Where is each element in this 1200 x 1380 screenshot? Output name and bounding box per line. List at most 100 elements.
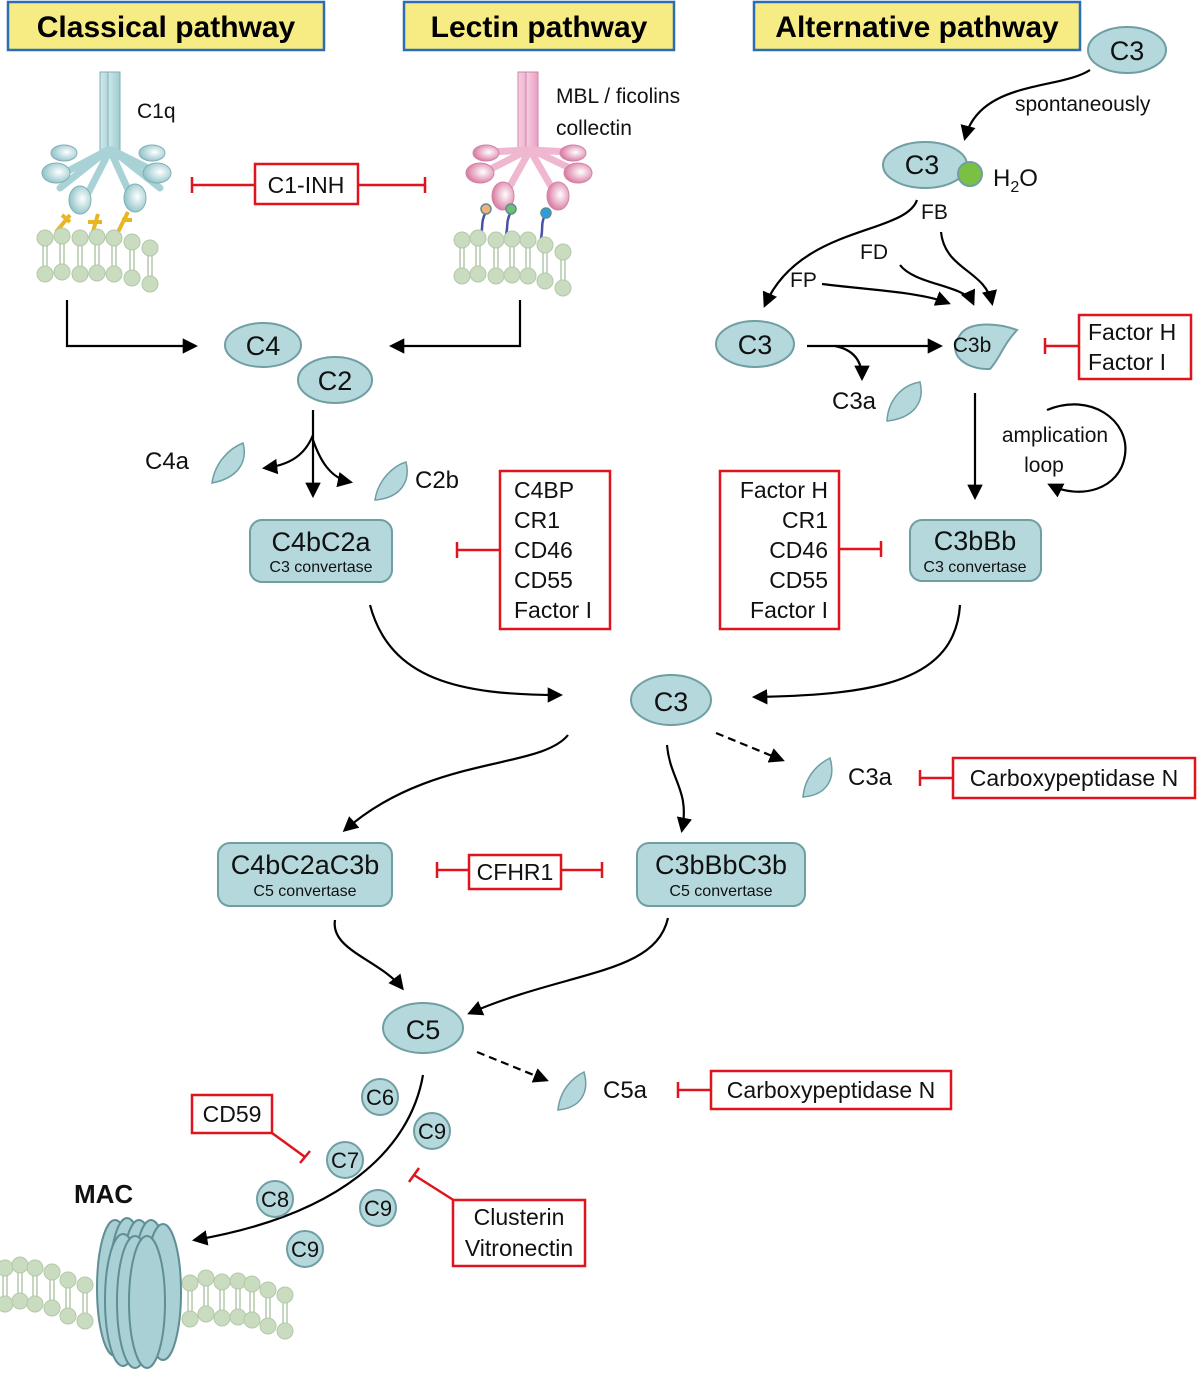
c1-inh-inhibitor [190, 162, 427, 206]
inhibitor-item: Factor I [514, 597, 592, 623]
c3a-common-fragment-icon [802, 756, 833, 798]
c4bc2a-label: C4bC2a [271, 527, 371, 557]
classical-pathway-title: Classical pathway [6, 0, 326, 52]
svg-text:C9: C9 [364, 1196, 392, 1221]
lectin-to-c4-arrow [388, 300, 522, 354]
c3-top-label: C3 [1110, 36, 1145, 66]
c5a-inhibitor [676, 1069, 953, 1111]
c3-common-node: C3 [630, 674, 712, 726]
inhibitor-item: C4BP [514, 477, 574, 503]
cd59-inhibitor [190, 1093, 311, 1164]
h2o-label: H2O [993, 165, 1038, 196]
c5-to-mac-arrow [191, 1074, 425, 1246]
c3-h2o-label: C3 [905, 150, 940, 180]
terminal-components: C6 C9 C7 C8 C9 C9 [256, 1078, 451, 1268]
cd59-label: CD59 [203, 1101, 262, 1127]
c1q-label: C1q [137, 100, 176, 123]
c9-node: C9 [413, 1112, 451, 1150]
c9-node: C9 [286, 1230, 324, 1268]
inhibitor-item: CR1 [514, 507, 560, 533]
spontaneous-arrow [960, 69, 1091, 141]
c3a-fragment-icon [886, 381, 922, 422]
c2-node: C2 [297, 356, 373, 404]
c8-node: C8 [256, 1180, 294, 1218]
c4bc2a-c3-convertase: C4bC2a C3 convertase [249, 519, 393, 583]
c5-to-c5a-arrow [476, 1050, 549, 1083]
c7-node: C7 [326, 1141, 364, 1179]
c5a-inhibitor-label: Carboxypeptidase N [727, 1077, 935, 1103]
cfhr1-inhibitor [435, 853, 604, 891]
c4bc2ac3b-label: C4bC2aC3b [231, 850, 380, 880]
inhibitor-item: CD55 [514, 567, 573, 593]
svg-text:C9: C9 [291, 1237, 319, 1262]
c3a-inhibitor-label: Carboxypeptidase N [970, 765, 1178, 791]
left-c5conv-to-c5-arrow [333, 919, 404, 991]
inhibitor-item: Clusterin [474, 1204, 565, 1230]
mbl-label-line2: collectin [556, 117, 632, 140]
c3-top-node: C3 [1087, 26, 1167, 74]
c4a-label: C4a [145, 448, 190, 475]
c3b-label: C3b [953, 334, 992, 357]
inhibitor-item: Vitronectin [465, 1235, 573, 1261]
classical-to-c4-arrow [65, 300, 199, 354]
c5a-label: C5a [603, 1077, 648, 1104]
lectin-membrane-icon [453, 229, 572, 297]
c3b-node: C3b [953, 323, 1019, 371]
c4-label: C4 [246, 331, 281, 361]
mbl-molecule-icon [465, 71, 593, 211]
c4bc2a-sublabel: C3 convertase [269, 559, 372, 576]
alternative-pathway-title-text: Alternative pathway [775, 11, 1059, 44]
classical-cleavage-arrows [261, 410, 354, 499]
c4-node: C4 [224, 322, 302, 368]
alternative-convertase-inhibitor [718, 469, 883, 631]
cfhr1-label: CFHR1 [477, 859, 554, 885]
classical-convertase-inhibitor-list: C4BP CR1 CD46 CD55 Factor I [514, 477, 592, 623]
c5-node: C5 [382, 1002, 464, 1054]
c3-alt-node: C3 [715, 320, 795, 368]
c3-downstream-arrows [342, 731, 785, 834]
fb-label: FB [921, 201, 948, 224]
c3bbb-c3-convertase: C3bBb C3 convertase [909, 519, 1042, 582]
c4bc2a-to-c3-arrow [368, 604, 564, 703]
spontaneously-label: spontaneously [1015, 93, 1151, 116]
c3a-alt-label: C3a [832, 388, 877, 415]
svg-text:C6: C6 [366, 1085, 394, 1110]
carbohydrate-ligands-icon [478, 203, 552, 243]
inhibitor-item: CD46 [769, 537, 828, 563]
c3bbbc3b-c5-convertase: C3bBbC3b C5 convertase [636, 842, 806, 907]
fd-label: FD [860, 241, 888, 264]
c3-h2o-node: C3 [882, 141, 983, 189]
fp-label: FP [790, 269, 817, 292]
c1-inh-label: C1-INH [268, 172, 345, 198]
right-c5conv-to-c5-arrow [467, 917, 670, 1016]
mac-label: MAC [74, 1179, 133, 1209]
c3-common-label: C3 [654, 687, 689, 717]
classical-membrane-icon [36, 227, 159, 293]
c5-label: C5 [406, 1015, 441, 1045]
c2b-fragment-icon [374, 461, 408, 501]
alternative-convertase-inhibitor-list: Factor H CR1 CD46 CD55 Factor I [740, 477, 828, 623]
c3b-inhibitor [1043, 313, 1193, 381]
water-icon [957, 161, 983, 187]
c4bc2ac3b-c5-convertase: C4bC2aC3b C5 convertase [217, 842, 393, 907]
c1q-molecule-icon [41, 71, 172, 215]
c3bbb-sublabel: C3 convertase [923, 559, 1026, 576]
c3a-common-label: C3a [848, 764, 893, 791]
c3bbbc3b-sublabel: C5 convertase [669, 883, 772, 900]
c2b-label: C2b [415, 467, 459, 494]
inhibitor-item: Factor H [1088, 319, 1176, 345]
c3a-inhibitor [918, 756, 1197, 800]
inhibitor-item: Factor H [740, 477, 828, 503]
svg-text:C8: C8 [261, 1187, 289, 1212]
c4a-fragment-icon [211, 441, 245, 484]
amplification-label-line1: amplication [1002, 424, 1108, 447]
mac-pore-icon [96, 1217, 182, 1369]
svg-text:C9: C9 [418, 1119, 446, 1144]
antibody-icon [54, 211, 132, 236]
classical-convertase-inhibitor [455, 469, 612, 631]
svg-text:C7: C7 [331, 1148, 359, 1173]
lectin-pathway-title-text: Lectin pathway [431, 11, 648, 44]
mac-assembly-inhibitor [407, 1167, 587, 1268]
c6-node: C6 [361, 1078, 399, 1116]
